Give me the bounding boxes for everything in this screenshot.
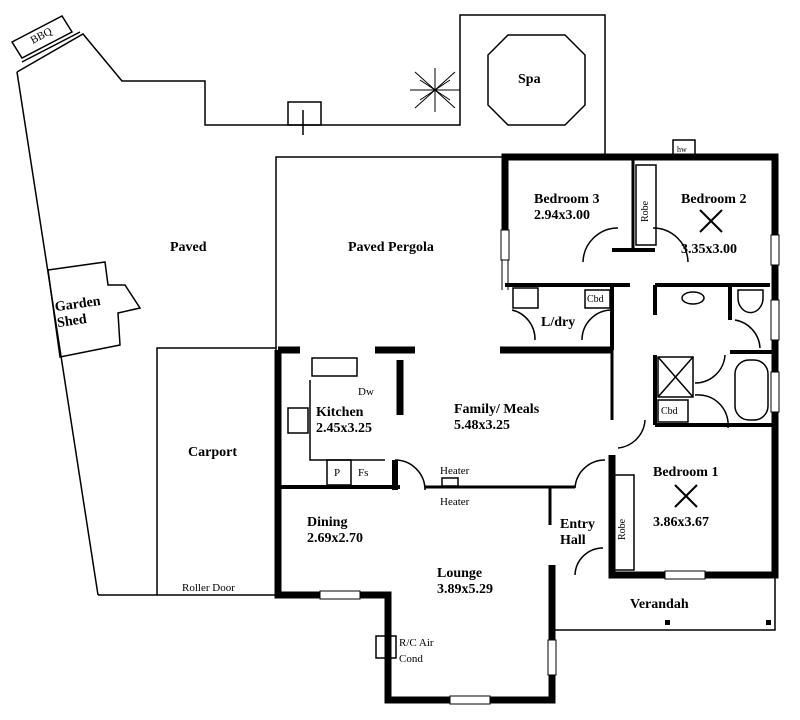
bbq-box — [10, 15, 74, 59]
family-size: 5.48x3.25 — [454, 418, 510, 433]
verandah — [555, 575, 776, 631]
kitchen-bench — [309, 380, 385, 461]
shower — [657, 356, 694, 398]
palm-tree-icon — [410, 68, 460, 112]
bedroom1-size: 3.86x3.67 — [653, 515, 709, 530]
bedroom3-size: 2.94x3.00 — [534, 208, 590, 223]
laundry-label: L/dry — [541, 315, 576, 330]
robe-bedroom2 — [635, 164, 657, 246]
bedroom2-name: Bedroom 2 — [681, 192, 747, 207]
lounge-size: 3.89x5.29 — [437, 582, 493, 597]
garden-shed-label: Garden Shed — [53, 293, 102, 332]
cbd-label: Cbd — [587, 294, 604, 305]
dishwasher-label: Dw — [358, 386, 374, 398]
cbd-label: Cbd — [661, 406, 678, 417]
garden-shed — [47, 261, 142, 358]
vanity-basin — [681, 291, 705, 305]
heater-label: Heater — [440, 496, 470, 508]
cooktop — [287, 407, 309, 434]
laundry-tub — [512, 287, 539, 309]
bedroom1-name: Bedroom 1 — [653, 465, 719, 480]
ceiling-fan-icon — [674, 209, 723, 508]
spa-octagon — [487, 34, 586, 126]
aircon-label-1: R/C Air — [399, 637, 434, 649]
family-name: Family/ Meals — [454, 402, 540, 417]
carport — [156, 347, 276, 595]
windows — [319, 229, 780, 705]
bedroom2-size: 3.35x3.00 — [681, 242, 737, 257]
walls — [274, 153, 779, 704]
pergola — [275, 156, 505, 350]
yard-boundary — [16, 14, 606, 157]
kitchen-sink — [311, 357, 358, 377]
dining-size: 2.69x2.70 — [307, 531, 363, 546]
heater-label: Heater — [440, 465, 470, 477]
entry-hall-label-2: Hall — [560, 533, 586, 548]
spa-label: Spa — [518, 72, 541, 87]
heater — [441, 477, 459, 487]
gate — [287, 101, 322, 126]
kitchen-size: 2.45x3.25 — [316, 421, 372, 436]
lounge-name: Lounge — [437, 566, 483, 581]
roller-door-label: Roller Door — [182, 582, 235, 594]
paved-pergola-label: Paved Pergola — [348, 240, 434, 255]
bedroom3-name: Bedroom 3 — [534, 192, 600, 207]
bath — [734, 359, 769, 421]
aircon-label-2: Cond — [399, 653, 423, 665]
fridge-label: Fs — [358, 467, 369, 479]
verandah-label: Verandah — [630, 597, 689, 612]
cupboard-bathroom — [657, 399, 689, 423]
carport-label: Carport — [188, 445, 237, 460]
robe-label: Robe — [640, 200, 651, 222]
toilet — [737, 289, 764, 314]
entry-hall-label-1: Entry — [560, 517, 595, 532]
paved-label: Paved — [170, 240, 207, 255]
pantry-label: P — [334, 467, 341, 479]
verandah-posts — [665, 620, 771, 625]
hw-label: hw — [677, 145, 687, 154]
dining-name: Dining — [307, 515, 348, 530]
kitchen-name: Kitchen — [316, 405, 364, 420]
robe-label: Robe — [617, 518, 628, 540]
